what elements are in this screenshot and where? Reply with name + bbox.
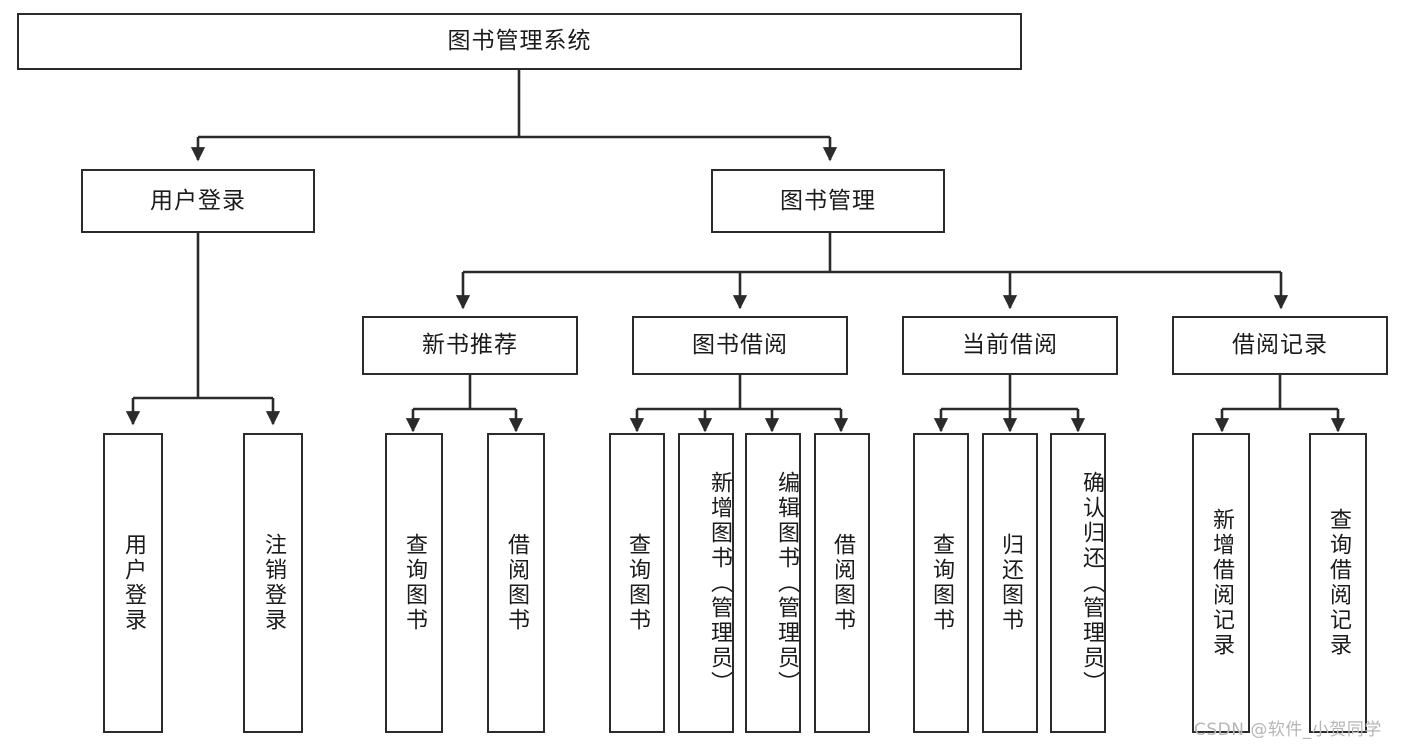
leaf-add-record[interactable]: 新增借阅记录 — [1192, 433, 1250, 733]
node-book-borrow[interactable]: 图书借阅 — [632, 316, 848, 375]
leaf-return-book[interactable]: 归还图书 — [982, 433, 1038, 733]
leaf-query-book-current-label: 查询图书 — [928, 533, 954, 633]
leaf-add-book-label: 新增图书（管理员） — [707, 470, 732, 696]
leaf-return-book-label: 归还图书 — [997, 533, 1023, 633]
node-borrow-record[interactable]: 借阅记录 — [1172, 316, 1388, 375]
leaf-query-book-rec-label: 查询图书 — [401, 533, 427, 633]
leaf-borrow-book-label: 借阅图书 — [829, 533, 855, 633]
node-root-label: 图书管理系统 — [447, 28, 592, 54]
node-root[interactable]: 图书管理系统 — [17, 13, 1022, 70]
node-current-borrow-label: 当前借阅 — [962, 332, 1058, 358]
leaf-query-record[interactable]: 查询借阅记录 — [1309, 433, 1367, 733]
node-user-login-label: 用户登录 — [150, 187, 246, 214]
leaf-edit-book-label: 编辑图书（管理员） — [774, 470, 799, 696]
leaf-user-login[interactable]: 用户登录 — [103, 433, 163, 733]
node-current-borrow[interactable]: 当前借阅 — [902, 316, 1118, 375]
leaf-user-login-label: 用户登录 — [120, 533, 146, 633]
node-book-borrow-label: 图书借阅 — [692, 332, 788, 358]
leaf-confirm-return[interactable]: 确认归还（管理员） — [1050, 433, 1106, 733]
node-new-book-rec-label: 新书推荐 — [422, 332, 518, 358]
leaf-confirm-return-label: 确认归还（管理员） — [1079, 470, 1104, 696]
leaf-query-book-borrow-label: 查询图书 — [624, 533, 650, 633]
leaf-borrow-book-rec[interactable]: 借阅图书 — [487, 433, 545, 733]
node-new-book-rec[interactable]: 新书推荐 — [362, 316, 578, 375]
node-book-manage-label: 图书管理 — [780, 187, 876, 214]
leaf-borrow-book-rec-label: 借阅图书 — [503, 533, 529, 633]
node-book-manage[interactable]: 图书管理 — [711, 169, 945, 233]
node-user-login[interactable]: 用户登录 — [81, 169, 315, 233]
leaf-add-book[interactable]: 新增图书（管理员） — [678, 433, 734, 733]
leaf-borrow-book[interactable]: 借阅图书 — [814, 433, 870, 733]
leaf-query-record-label: 查询借阅记录 — [1325, 508, 1351, 658]
leaf-query-book-borrow[interactable]: 查询图书 — [609, 433, 665, 733]
csdn-watermark: CSDN @软件_小贺同学 — [1194, 720, 1382, 740]
leaf-logout[interactable]: 注销登录 — [243, 433, 303, 733]
node-borrow-record-label: 借阅记录 — [1232, 332, 1328, 358]
leaf-query-book-rec[interactable]: 查询图书 — [385, 433, 443, 733]
leaf-query-book-current[interactable]: 查询图书 — [913, 433, 969, 733]
leaf-edit-book[interactable]: 编辑图书（管理员） — [745, 433, 801, 733]
leaf-logout-label: 注销登录 — [260, 533, 286, 633]
leaf-add-record-label: 新增借阅记录 — [1208, 508, 1234, 658]
